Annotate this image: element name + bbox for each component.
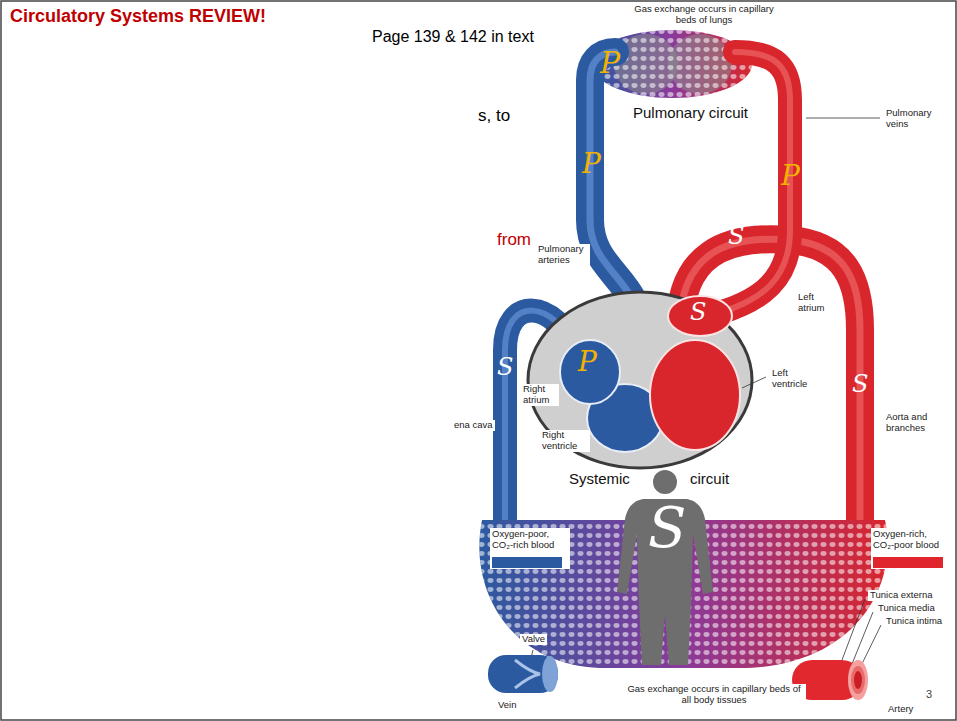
part-label: Gas exchange occurs in capillary beds of… [632, 4, 776, 26]
part-label: Tunica media [876, 603, 937, 614]
handwritten-mark: S [852, 372, 868, 396]
part-label: Left atrium [796, 292, 836, 314]
part-label: Aorta and branches [884, 412, 934, 434]
legend-swatch [492, 557, 562, 568]
pulmonary-artery-vessel [590, 52, 640, 330]
artery-icon [848, 660, 868, 700]
handwritten-mark: P [781, 162, 800, 190]
pulmonary-artery-vessel [590, 52, 640, 330]
part-label: Gas exchange occurs in capillary beds of… [622, 684, 806, 706]
part-label: Pulmonary veins [884, 108, 940, 130]
handwritten-mark: S [648, 500, 686, 556]
pulmonary-artery-vessel [590, 52, 640, 330]
pulmonary-vein-vessel [722, 52, 790, 312]
handwritten-mark: P [578, 348, 597, 376]
legend-text: Oxygen-rich, CO₂-poor blood [873, 529, 949, 551]
body-silhouette [653, 470, 677, 494]
part-label: Pulmonary arteries [536, 244, 590, 266]
handwritten-mark: S [728, 224, 744, 248]
page-number: 3 [926, 688, 932, 701]
left-ventricle [650, 340, 740, 450]
legend-text: Oxygen-poor, CO₂-rich blood [492, 529, 568, 551]
right-atrium [560, 340, 620, 404]
handwritten-mark: P [600, 48, 620, 78]
part-label: Right atrium [521, 384, 559, 406]
pulmonary-vein-vessel [722, 52, 790, 312]
part-label: Tunica externa [868, 590, 935, 601]
circuit-label: Systemic [569, 470, 630, 487]
part-label: Tunica intima [884, 616, 944, 627]
handwritten-mark: S [497, 355, 513, 379]
vein-icon [488, 655, 558, 693]
vein-icon [542, 656, 558, 692]
part-label: ena cava [452, 420, 495, 431]
slide-text: s, to [478, 106, 510, 126]
part-label: Right ventricle [540, 430, 590, 452]
part-label: Artery [886, 704, 915, 715]
artery-icon [851, 666, 865, 694]
body-silhouette [617, 499, 713, 665]
legend-entry: Oxygen-rich, CO₂-poor blood [871, 528, 951, 569]
slide-title: Circulatory Systems REVIEW! [10, 6, 266, 27]
circuit-label: circuit [690, 470, 729, 487]
vein-icon [488, 655, 558, 693]
part-label: Left ventricle [770, 368, 824, 390]
artery-icon [854, 671, 862, 689]
part-label: Vein [496, 700, 519, 711]
pulmonary-vein-vessel [722, 52, 790, 312]
leader-line [806, 118, 880, 119]
part-label: Valve [520, 634, 547, 645]
heart [528, 292, 752, 468]
left-atrium [668, 296, 732, 336]
slide-text: from [497, 230, 531, 250]
legend-swatch [873, 557, 943, 568]
legend-entry: Oxygen-poor, CO₂-rich blood [490, 528, 570, 569]
vein-icon [515, 660, 540, 688]
heart [528, 292, 752, 468]
body-silhouette [617, 470, 713, 665]
handwritten-mark: P [582, 150, 601, 178]
page-reference: Page 139 & 142 in text [372, 28, 534, 46]
leader-line [852, 612, 873, 664]
leader-line [530, 118, 881, 672]
leader-line [742, 377, 766, 388]
handwritten-mark: S [690, 300, 706, 324]
leader-line [842, 599, 865, 660]
circuit-label: Pulmonary circuit [633, 104, 748, 121]
